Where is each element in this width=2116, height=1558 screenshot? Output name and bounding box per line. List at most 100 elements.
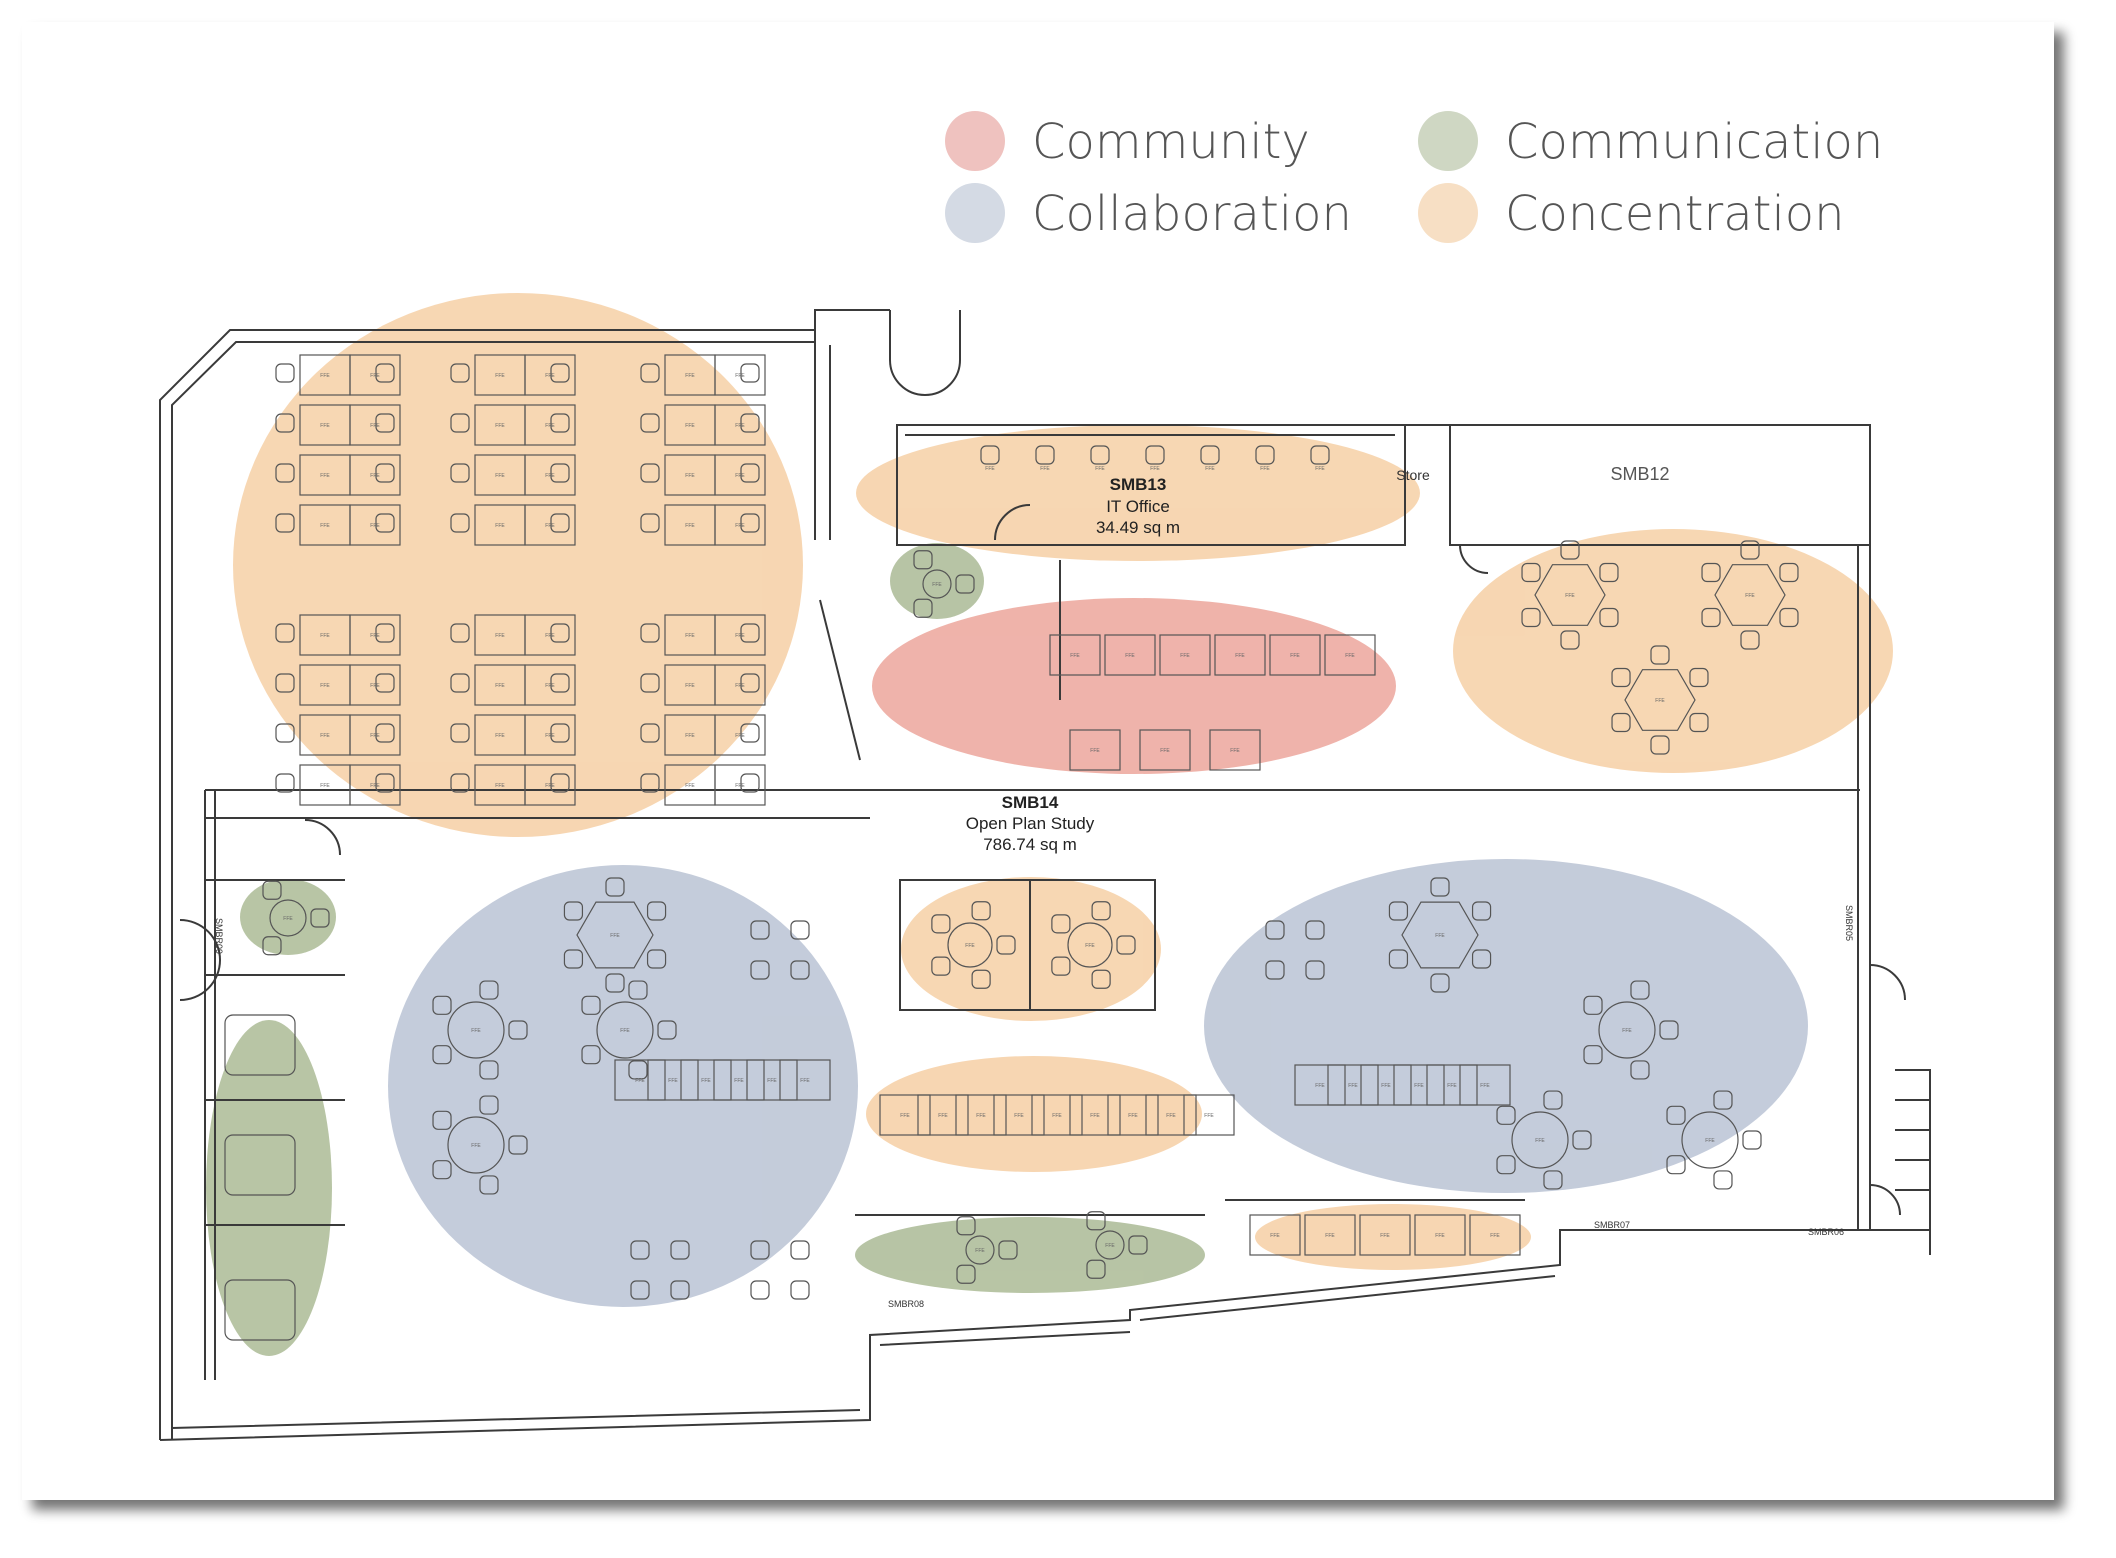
desk-323 bbox=[1469, 1214, 1521, 1256]
desk-173 bbox=[1139, 729, 1191, 771]
chair-341 bbox=[956, 1264, 976, 1284]
desk-317 bbox=[1304, 1214, 1356, 1256]
desk-64 bbox=[714, 454, 766, 496]
ffe-tag-308: FFE bbox=[1090, 1113, 1100, 1119]
chair-361 bbox=[790, 1240, 810, 1260]
chair-226 bbox=[508, 1135, 528, 1155]
desk-76 bbox=[349, 614, 401, 656]
wall-reference-labels: SMBR08 SMBR07 SMBR06 SMBR09 SMBR05 bbox=[214, 905, 1854, 1309]
desk-311 bbox=[1145, 1094, 1197, 1136]
ffe-tag-134: FFE bbox=[685, 733, 695, 739]
chair-188 bbox=[1740, 630, 1760, 650]
desk-297 bbox=[879, 1094, 931, 1136]
chair-15 bbox=[275, 463, 295, 483]
ffe-tag-168: FFE bbox=[1290, 653, 1300, 659]
chair-247 bbox=[1572, 1130, 1592, 1150]
chair-347 bbox=[1086, 1211, 1106, 1231]
ffe-tag-62: FFE bbox=[685, 473, 695, 479]
ffe-tag-110: FFE bbox=[495, 733, 505, 739]
desk-88 bbox=[349, 714, 401, 756]
chair-256 bbox=[1666, 1155, 1686, 1175]
room-code-smb14: SMB14 bbox=[1002, 793, 1059, 812]
chair-96 bbox=[375, 773, 395, 793]
chair-355 bbox=[1305, 960, 1325, 980]
ffe-tag-152: FFE bbox=[1150, 466, 1160, 472]
chair-236 bbox=[581, 995, 601, 1015]
wall-segment-15 bbox=[205, 789, 870, 819]
zone-collaboration-8 bbox=[1204, 859, 1808, 1193]
chair-258 bbox=[1713, 1090, 1733, 1110]
chair-292 bbox=[1116, 935, 1136, 955]
room-name-smb13: IT Office bbox=[1106, 497, 1170, 516]
chair-84 bbox=[375, 673, 395, 693]
chair-45 bbox=[450, 513, 470, 533]
chair-220 bbox=[479, 1060, 499, 1080]
ffe-tag-156: FFE bbox=[1260, 466, 1270, 472]
chair-6 bbox=[375, 363, 395, 383]
ffe-tag-113: FFE bbox=[545, 733, 555, 739]
desk-94 bbox=[349, 764, 401, 806]
chair-215 bbox=[1430, 877, 1450, 897]
chair-211 bbox=[1471, 949, 1492, 969]
chair-233 bbox=[657, 1020, 677, 1040]
chair-330 bbox=[310, 908, 330, 928]
desk-34 bbox=[524, 404, 576, 446]
chair-145 bbox=[980, 445, 1000, 465]
chair-149 bbox=[1090, 445, 1110, 465]
desk-118 bbox=[524, 764, 576, 806]
chair-144 bbox=[740, 773, 760, 793]
ffe-tag-92: FFE bbox=[320, 783, 330, 789]
chair-93 bbox=[275, 773, 295, 793]
desk-263 bbox=[680, 1059, 732, 1101]
chair-362 bbox=[750, 1280, 770, 1300]
round-table-283 bbox=[947, 922, 993, 968]
ffe-tag-276: FFE bbox=[1381, 1083, 1391, 1089]
wall-segment-5 bbox=[896, 424, 1406, 546]
chair-240 bbox=[1659, 1020, 1679, 1040]
ffe-tag-170: FFE bbox=[1345, 653, 1355, 659]
hex-table-209 bbox=[1401, 901, 1479, 969]
desk-100 bbox=[524, 614, 576, 656]
desk-40 bbox=[524, 454, 576, 496]
desk-10 bbox=[349, 404, 401, 446]
walls-layer bbox=[159, 309, 1931, 1441]
ffe-tag-41: FFE bbox=[545, 473, 555, 479]
chair-190 bbox=[1701, 562, 1721, 583]
chair-135 bbox=[640, 723, 660, 743]
chair-219 bbox=[508, 1020, 528, 1040]
ffe-tag-50: FFE bbox=[685, 373, 695, 379]
hex-table-177 bbox=[1534, 564, 1606, 626]
chair-249 bbox=[1496, 1155, 1516, 1175]
chair-241 bbox=[1630, 1060, 1650, 1080]
ffe-tag-270: FFE bbox=[800, 1078, 810, 1084]
chair-184 bbox=[1599, 562, 1619, 583]
chair-352 bbox=[1265, 920, 1285, 940]
desk-165 bbox=[1214, 634, 1266, 676]
chair-36 bbox=[550, 413, 570, 433]
chair-120 bbox=[550, 773, 570, 793]
round-table-245 bbox=[1511, 1111, 1569, 1169]
wall-segment-3 bbox=[889, 310, 961, 360]
zone-concentration-5 bbox=[1453, 529, 1893, 773]
ffe-tag-146: FFE bbox=[985, 466, 995, 472]
chair-295 bbox=[1051, 914, 1071, 934]
wall-segment-12 bbox=[171, 1275, 1556, 1429]
wall-segment-1 bbox=[159, 309, 890, 1440]
wall-segment-9 bbox=[1857, 545, 1871, 1230]
ffe-tag-232: FFE bbox=[620, 1028, 630, 1034]
ffe-tag-344: FFE bbox=[1105, 1243, 1115, 1249]
ffe-tag-274: FFE bbox=[1348, 1083, 1358, 1089]
chair-250 bbox=[1496, 1105, 1516, 1125]
desk-305 bbox=[1031, 1094, 1083, 1136]
chair-72 bbox=[740, 513, 760, 533]
chair-350 bbox=[750, 960, 770, 980]
zone-concentration-13 bbox=[1255, 1204, 1531, 1270]
chair-30 bbox=[550, 363, 570, 383]
ffe-tag-71: FFE bbox=[735, 523, 745, 529]
room-labels: SMB13 IT Office 34.49 sq m SMB14 Open Pl… bbox=[966, 464, 1670, 854]
ffe-tag-20: FFE bbox=[320, 523, 330, 529]
chair-203 bbox=[646, 949, 667, 969]
ffe-tag-65: FFE bbox=[735, 473, 745, 479]
desk-124 bbox=[714, 614, 766, 656]
ffe-tag-246: FFE bbox=[1535, 1138, 1545, 1144]
